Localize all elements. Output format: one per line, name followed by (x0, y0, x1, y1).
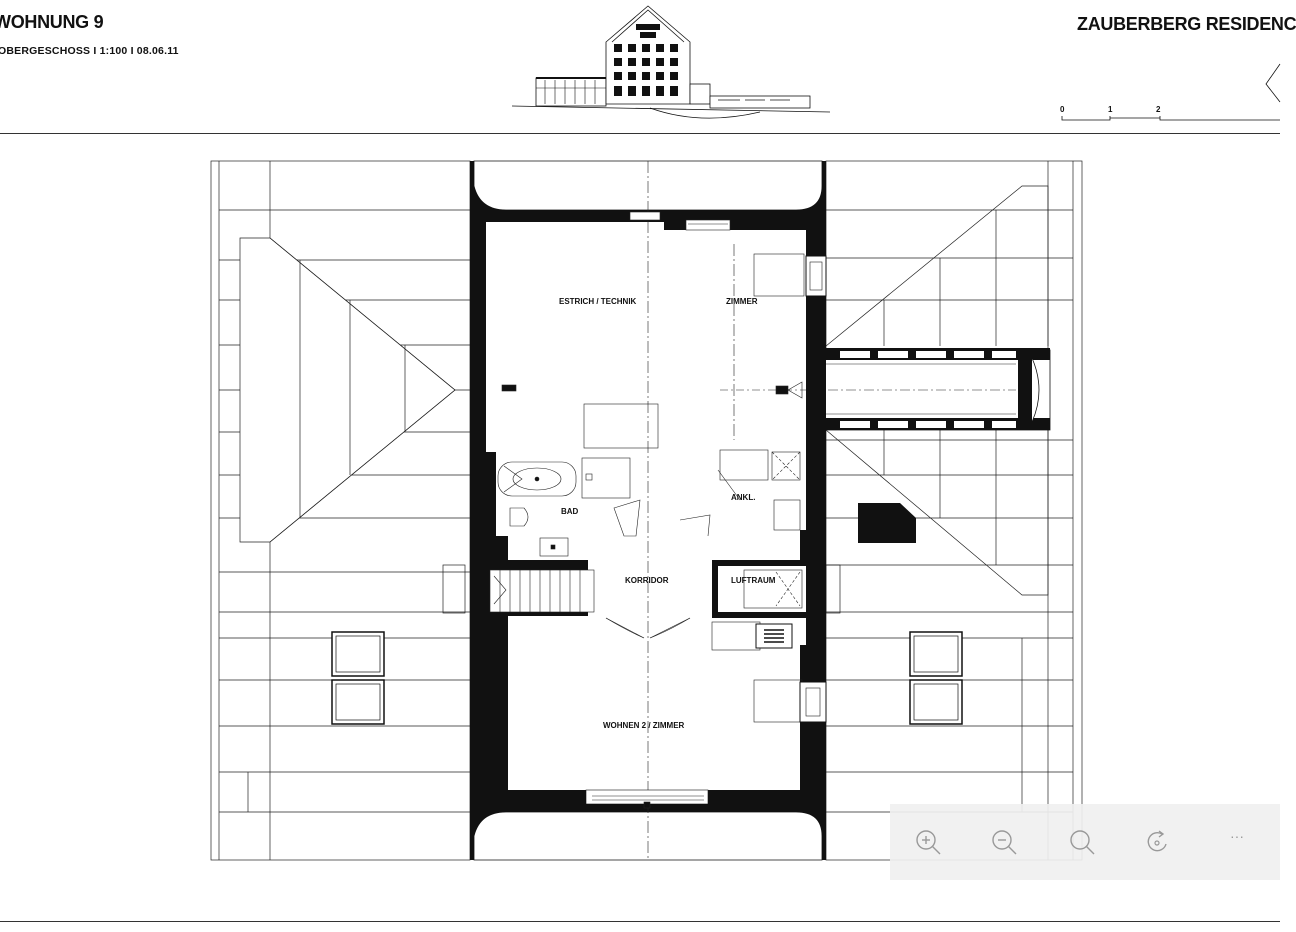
rotate-icon (1147, 830, 1167, 852)
room-label-bad: BAD (561, 507, 579, 516)
room-label-ankl: ANKL. (731, 493, 755, 502)
plan-subtitle: OBERGESCHOSS I 1:100 I 08.06.11 (0, 45, 179, 57)
zoom-in-icon (916, 830, 941, 855)
zoom-out-icon (992, 830, 1017, 855)
skylight-left (331, 631, 385, 725)
skylight-right (909, 631, 963, 725)
zoom-reset-button[interactable] (1064, 824, 1100, 860)
room-label-estrich: ESTRICH / TECHNIK (559, 297, 637, 306)
footer-rule (0, 921, 1280, 922)
zoom-out-button[interactable] (986, 824, 1022, 860)
roof-left (210, 160, 471, 861)
building-elevation (511, 5, 831, 119)
interior-lines (489, 161, 827, 860)
room-label-korridor: KORRIDOR (625, 576, 669, 585)
plan-title: WOHNUNG 9 (0, 12, 104, 32)
zoom-reset-icon (1070, 830, 1095, 855)
scale-tick-0: 0 (1060, 105, 1065, 114)
scale-tick-2: 2 (1156, 105, 1161, 114)
header-rule (0, 133, 1280, 134)
room-label-zimmer: ZIMMER (726, 297, 758, 306)
chimney (858, 503, 916, 543)
zoom-in-button[interactable] (910, 824, 946, 860)
project-name: ZAUBERBERG RESIDENC (1077, 14, 1296, 34)
north-arrow-icon (1265, 63, 1281, 103)
scale-bar (1061, 116, 1280, 121)
scale-tick-1: 1 (1108, 105, 1113, 114)
zoom-toolbar: ··· (890, 804, 1280, 880)
rotate-button[interactable] (1140, 824, 1176, 860)
room-label-luftraum: LUFTRAUM (731, 576, 776, 585)
more-options-button[interactable]: ··· (1230, 828, 1244, 844)
dormer-right (810, 348, 1051, 431)
apartment-walls (470, 161, 826, 860)
room-label-wohnen: WOHNEN 2 / ZIMMER (603, 721, 685, 730)
